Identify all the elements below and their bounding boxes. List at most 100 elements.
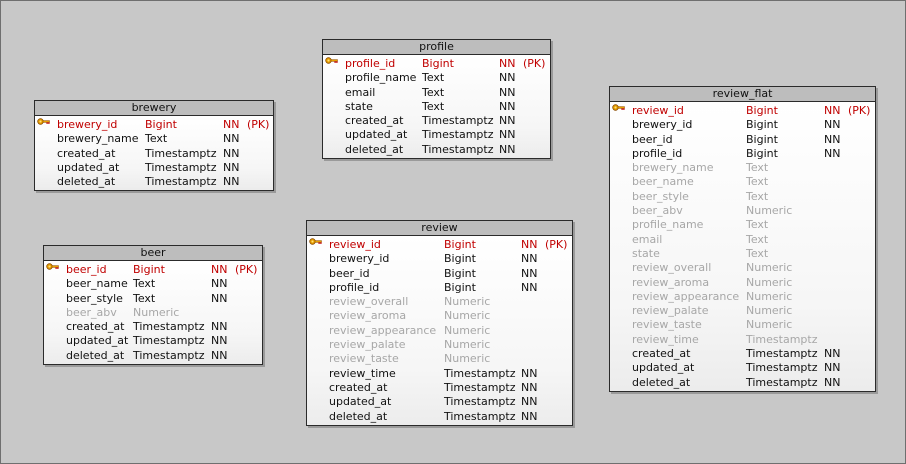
column-name: deleted_at — [57, 175, 116, 189]
column-type: Timestamptz — [133, 320, 205, 334]
not-null-flag: NN — [211, 320, 228, 334]
column-type: Timestamptz — [746, 375, 818, 389]
column-name: created_at — [329, 380, 388, 394]
column-name: updated_at — [632, 361, 695, 375]
table-title[interactable]: profile — [323, 40, 550, 55]
column-name: profile_id — [329, 280, 380, 294]
column-name: beer_abv — [632, 204, 683, 218]
column-name: beer_style — [632, 189, 689, 203]
column-name: created_at — [66, 320, 125, 334]
column-name: review_id — [329, 238, 381, 251]
column-row[interactable]: created_at Timestamptz NN — [44, 320, 262, 334]
column-type: Bigint — [444, 238, 476, 251]
column-type: Bigint — [746, 104, 778, 117]
column-type: Text — [422, 85, 445, 99]
primary-key-flag: (PK) — [848, 104, 871, 117]
not-null-flag: NN — [521, 280, 538, 294]
column-type: Numeric — [746, 275, 793, 289]
column-type: Bigint — [444, 280, 476, 294]
not-null-flag: NN — [824, 132, 841, 146]
table-title[interactable]: review — [307, 221, 572, 236]
column-type: Timestamptz — [444, 409, 516, 423]
primary-key-icon — [612, 104, 625, 111]
not-null-flag: NN — [521, 366, 538, 380]
column-type: Timestamptz — [145, 175, 217, 189]
column-name: created_at — [632, 347, 691, 361]
column-name: updated_at — [329, 395, 392, 409]
table-title[interactable]: beer — [44, 246, 262, 261]
column-type: Numeric — [746, 289, 793, 303]
not-null-flag: NN — [211, 263, 228, 276]
column-name: review_time — [329, 366, 396, 380]
column-row[interactable]: profile_id Bigint NN — [307, 281, 572, 295]
column-name: email — [632, 232, 663, 246]
column-type: Timestamptz — [444, 366, 516, 380]
not-null-flag: NN — [223, 132, 240, 146]
column-name: created_at — [345, 114, 404, 128]
not-null-flag: NN — [499, 128, 516, 142]
column-type: Timestamptz — [133, 348, 205, 362]
column-type: Bigint — [422, 57, 454, 70]
column-name: beer_abv — [66, 305, 117, 319]
not-null-flag: NN — [499, 99, 516, 113]
table-title[interactable]: review_flat — [610, 87, 875, 102]
table-title[interactable]: brewery — [35, 101, 273, 116]
column-row[interactable]: review_time Timestamptz NN — [307, 367, 572, 381]
